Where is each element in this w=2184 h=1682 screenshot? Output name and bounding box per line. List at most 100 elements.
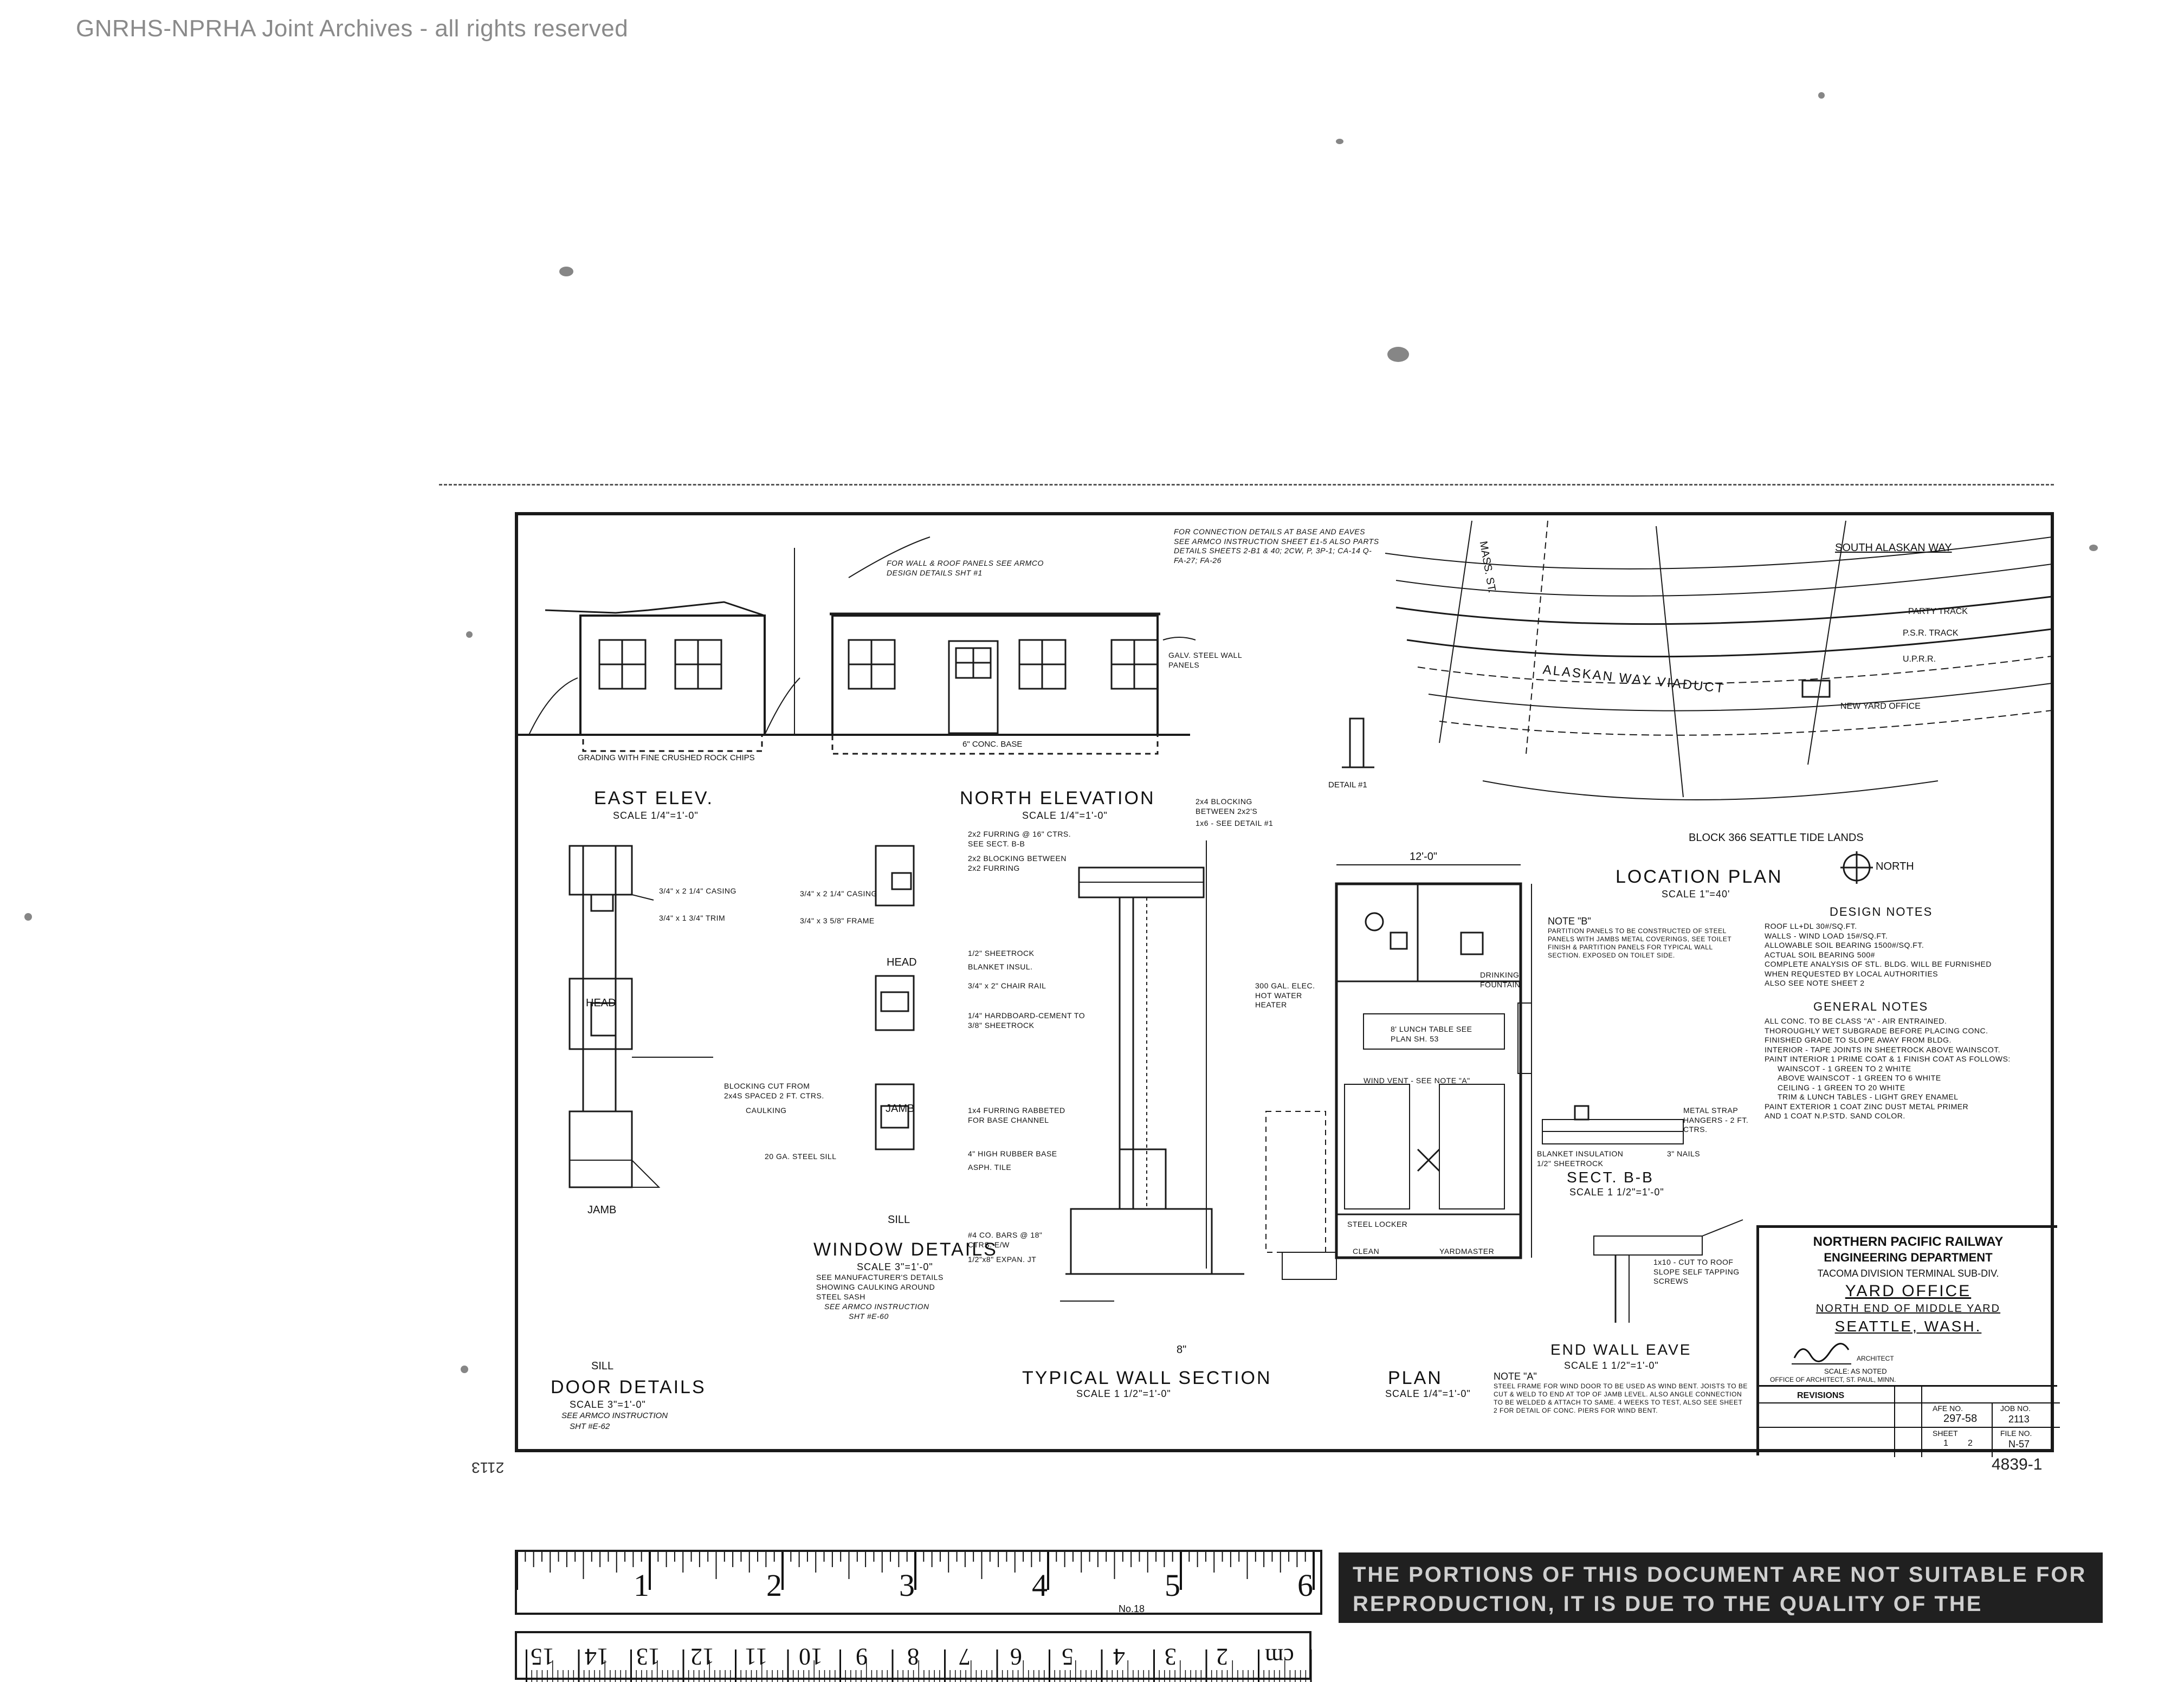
- wall-section-n4: BLANKET INSUL.: [968, 962, 1033, 971]
- door-steel-sill-note: 20 GA. STEEL SILL: [765, 1152, 837, 1161]
- track-party: PARTY TRACK: [1908, 607, 1968, 616]
- wall-section-n3: 1/2" SHEETROCK: [968, 949, 1035, 958]
- wall-section-n12: 2x4 BLOCKING BETWEEN 2x2'S: [1196, 797, 1258, 816]
- cm-number: 15: [531, 1644, 554, 1670]
- scan-speck: [1818, 92, 1825, 99]
- north-arrow-label: NORTH: [1876, 861, 1914, 872]
- signature-mark: [1793, 1343, 1850, 1362]
- file-label: FILE NO.: [2000, 1429, 2032, 1438]
- door-trim-note: 3/4" x 1 3/4" TRIM: [659, 914, 726, 922]
- track-psr: P.S.R. TRACK: [1903, 629, 1959, 638]
- cm-number: 6: [1010, 1644, 1022, 1670]
- cm-number: 7: [959, 1644, 971, 1670]
- block-label: BLOCK 366 SEATTLE TIDE LANDS: [1689, 832, 1864, 844]
- door-details-note2: SHT #E-62: [570, 1422, 610, 1431]
- general-note-line: ABOVE WAINSCOT - 1 GREEN TO 6 WHITE: [1778, 1073, 1941, 1082]
- general-notes-list: ALL CONC. TO BE CLASS "A" - AIR ENTRAINE…: [1765, 1017, 2046, 1121]
- design-note-line: COMPLETE ANALYSIS OF STL. BLDG. WILL BE …: [1765, 960, 1992, 968]
- wall-section-n11: 1/2"x8" EXPAN. JT: [968, 1255, 1037, 1264]
- north-elev-title: NORTH ELEVATION: [960, 788, 1155, 808]
- wall-section-scale: SCALE 1 1/2"=1'-0": [1076, 1388, 1171, 1399]
- job-label: JOB NO.: [2000, 1404, 2031, 1413]
- scan-speck: [466, 631, 473, 638]
- general-note-line: PAINT INTERIOR 1 PRIME COAT & 1 FINISH C…: [1765, 1055, 2011, 1063]
- note-b-title: NOTE "B": [1548, 916, 1591, 927]
- new-yard-office-label: NEW YARD OFFICE: [1840, 702, 1921, 711]
- cm-number: 9: [856, 1644, 868, 1670]
- drawing-sheet: EAST ELEV. SCALE 1/4"=1'-0" GRADING WITH…: [515, 512, 2060, 1457]
- window-details-note2: SHOWING CAULKING AROUND: [816, 1283, 935, 1291]
- note-a-text: STEEL FRAME FOR WIND DOOR TO BE USED AS …: [1494, 1382, 1748, 1414]
- wall-section-n1: 2x2 FURRING @ 16" CTRS. SEE SECT. B-B: [968, 830, 1071, 848]
- revisions-table: REVISIONS AFE NO. 297-58 JOB NO. 2113 SH…: [1759, 1385, 2060, 1457]
- general-note-line: CEILING - 1 GREEN TO 20 WHITE: [1778, 1083, 1905, 1092]
- office-label: OFFICE OF ARCHITECT, ST. PAUL, MINN.: [1770, 1376, 1896, 1383]
- window-details-note3: STEEL SASH: [816, 1292, 865, 1301]
- plan-title: PLAN: [1388, 1368, 1443, 1388]
- plan-drinking: DRINKING FOUNTAIN: [1480, 971, 1521, 989]
- north-elev-panels-note: FOR WALL & ROOF PANELS SEE ARMCO DESIGN …: [887, 559, 1044, 577]
- ruler-number: 1: [634, 1568, 649, 1603]
- wall-section-n10: #4 CO. BARS @ 18" CTRS. E/W: [968, 1231, 1043, 1249]
- door-details-scale: SCALE 3"=1'-0": [570, 1399, 646, 1410]
- design-note-line: ALSO SEE NOTE SHEET 2: [1765, 979, 1865, 987]
- sheet-number: 4839-1: [1992, 1455, 2043, 1473]
- window-jamb-label: JAMB: [886, 1103, 915, 1115]
- door-casing-note: 3/4" x 2 1/4" CASING: [659, 887, 736, 895]
- design-note-line: WALLS - WIND LOAD 15#/SQ.FT.: [1765, 931, 1888, 940]
- plan-scale: SCALE 1/4"=1'-0": [1385, 1388, 1471, 1399]
- scan-speck: [1336, 139, 1343, 144]
- east-elev-title: EAST ELEV.: [594, 788, 714, 808]
- cm-number: 2: [1216, 1644, 1228, 1670]
- company-name: NORTHERN PACIFIC RAILWAY: [1813, 1234, 2004, 1249]
- reproduction-notice: THE PORTIONS OF THIS DOCUMENT ARE NOT SU…: [1339, 1552, 2103, 1623]
- location-plan-scale: SCALE 1"=40': [1662, 889, 1730, 900]
- window-frame-note: 3/4" x 3 5/8" FRAME: [800, 916, 875, 925]
- general-note-line: AND 1 COAT N.P.STD. SAND COLOR.: [1765, 1111, 1905, 1120]
- sect-bb-nails: 3" NAILS: [1667, 1149, 1701, 1158]
- conc-base-label: 6" CONC. BASE: [962, 740, 1023, 749]
- cm-number: cm: [1265, 1644, 1294, 1670]
- wall-section-n7: 1x4 FURRING RABBETED FOR BASE CHANNEL: [968, 1106, 1065, 1124]
- sheet-trim-line: [439, 484, 2054, 486]
- connection-note: FOR CONNECTION DETAILS AT BASE AND EAVES…: [1174, 527, 1379, 565]
- window-details-title: WINDOW DETAILS: [813, 1239, 998, 1260]
- end-wall-scale: SCALE 1 1/2"=1'-0": [1564, 1360, 1659, 1371]
- sect-bb-scale: SCALE 1 1/2"=1'-0": [1569, 1187, 1664, 1198]
- rotated-sheet-code: 2113: [471, 1459, 505, 1476]
- department-name: ENGINEERING DEPARTMENT: [1824, 1251, 1993, 1264]
- location-plan-title: LOCATION PLAN: [1616, 866, 1783, 887]
- cm-number: 8: [907, 1644, 919, 1670]
- cm-ruler-ticks: [526, 1649, 1312, 1682]
- door-sill-label: SILL: [591, 1360, 614, 1372]
- division-name: TACOMA DIVISION TERMINAL SUB-DIV.: [1817, 1268, 1999, 1279]
- cm-number: 3: [1165, 1644, 1177, 1670]
- plan-clean: CLEAN: [1353, 1247, 1380, 1256]
- window-sill-label: SILL: [888, 1214, 910, 1226]
- sect-bb-strap: METAL STRAP HANGERS - 2 FT. CTRS.: [1683, 1106, 1749, 1134]
- general-note-line: PAINT EXTERIOR 1 COAT ZINC DUST METAL PR…: [1765, 1102, 1969, 1111]
- grading-note: GRADING WITH FINE CRUSHED ROCK CHIPS: [578, 753, 755, 762]
- sheet-label: SHEET: [1933, 1429, 1958, 1438]
- ruler-number: 2: [766, 1568, 782, 1603]
- door-jamb-label: JAMB: [587, 1204, 617, 1216]
- design-note-line: ACTUAL SOIL BEARING 500#: [1765, 950, 1875, 959]
- revisions-grid: [1759, 1387, 2060, 1457]
- cm-number: 14: [585, 1644, 609, 1670]
- cm-number: 5: [1062, 1644, 1074, 1670]
- plan-vent: WIND VENT - SEE NOTE "A": [1364, 1076, 1470, 1085]
- cm-number: 13: [636, 1644, 660, 1670]
- door-caulking-note: CAULKING: [746, 1106, 787, 1115]
- inch-ruler-ticks: [517, 1552, 1315, 1590]
- scan-speck: [559, 267, 573, 276]
- revisions-header: REVISIONS: [1797, 1391, 1845, 1400]
- sect-bb-title: SECT. B-B: [1567, 1169, 1654, 1186]
- general-note-line: THOROUGHLY WET SUBGRADE BEFORE PLACING C…: [1765, 1026, 1988, 1035]
- cm-number: 4: [1113, 1644, 1125, 1670]
- general-note-line: ALL CONC. TO BE CLASS "A" - AIR ENTRAINE…: [1765, 1017, 1947, 1025]
- sect-bb-insul: BLANKET INSULATION: [1537, 1149, 1624, 1158]
- sect-bb-rock: 1/2" SHEETROCK: [1537, 1159, 1604, 1168]
- wall-section-n13: 1x6 - SEE DETAIL #1: [1196, 819, 1274, 827]
- cm-number: 12: [690, 1644, 714, 1670]
- title-block: NORTHERN PACIFIC RAILWAY ENGINEERING DEP…: [1756, 1225, 2060, 1457]
